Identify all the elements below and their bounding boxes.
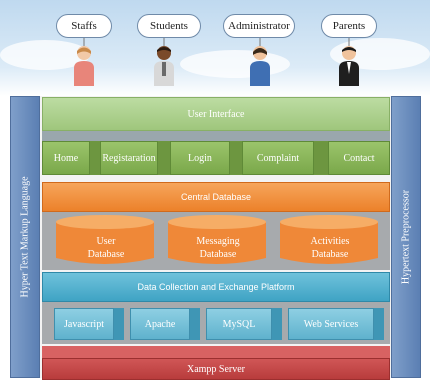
server-layer-top: [42, 346, 390, 358]
tech-label: Javascript: [64, 318, 104, 330]
cloud-decoration: [180, 50, 290, 78]
page-box-contact: Contact: [328, 141, 390, 175]
student-person-icon: [154, 46, 174, 86]
central-database-layer: Central Database: [42, 182, 390, 212]
page-box-complaint: Complaint: [242, 141, 314, 175]
page-label: Registaration: [102, 152, 156, 164]
page-box-login: Login: [170, 141, 230, 175]
tech-box-javascript: Javascript: [54, 308, 114, 340]
user-bubble-students: Students: [137, 14, 201, 38]
messaging-database-text: Messaging Database: [166, 236, 270, 264]
activities-database-text: Activities Database: [278, 236, 382, 264]
database-line1: Messaging: [196, 236, 240, 247]
data-exchange-platform-layer: Data Collection and Exchange Platform: [42, 272, 390, 302]
user-label: Administrator: [228, 20, 290, 32]
tech-box-web-services: Web Services: [288, 308, 374, 340]
tech-box-side: [114, 308, 124, 340]
php-side-bar: Hypertext Preprocessor: [391, 96, 421, 378]
central-database-label: Central Database: [180, 192, 252, 202]
xampp-server-label: Xampp Server: [186, 363, 246, 375]
user-interface-layer: User Interface: [42, 97, 390, 131]
page-label: Login: [188, 152, 212, 164]
tech-box-apache: Apache: [130, 308, 190, 340]
user-bubble-staffs: Staffs: [56, 14, 112, 38]
user-label: Students: [150, 20, 188, 32]
parent-person-icon: [339, 46, 359, 86]
tech-label: Apache: [144, 318, 176, 330]
tech-box-side: [190, 308, 200, 340]
activities-database-cylinder: [280, 215, 378, 264]
page-label: Contact: [343, 152, 375, 164]
layer-shadow: [42, 131, 390, 141]
page-box-side: [314, 141, 328, 175]
page-box-registration: Registaration: [100, 141, 158, 175]
tech-label: MySQL: [222, 318, 256, 330]
user-bubble-administrator: Administrator: [223, 14, 295, 38]
page-box-home: Home: [42, 141, 90, 175]
database-line2: Database: [87, 249, 125, 260]
user-database-cylinder: [56, 215, 154, 264]
bubble-connectors: [83, 38, 350, 48]
database-line1: User: [96, 236, 116, 247]
html-side-bar: Hyper Text Markup Language: [10, 96, 40, 378]
database-line1: Activities: [310, 236, 350, 247]
page-label: Home: [53, 152, 79, 164]
tech-label: Web Services: [303, 318, 359, 330]
data-exchange-platform-label: Data Collection and Exchange Platform: [137, 282, 295, 292]
tech-box-side: [272, 308, 282, 340]
tech-box-side: [374, 308, 384, 340]
xampp-server-layer: Xampp Server: [42, 358, 390, 380]
page-row: Home Registaration Login Complaint Conta…: [42, 141, 392, 177]
messaging-database-cylinder: [168, 215, 266, 264]
administrator-person-icon: [250, 46, 270, 86]
page-box-side: [158, 141, 170, 175]
html-side-label: Hyper Text Markup Language: [19, 176, 31, 298]
user-bubble-parents: Parents: [321, 14, 377, 38]
tech-box-mysql: MySQL: [206, 308, 272, 340]
php-side-label: Hypertext Preprocessor: [400, 189, 412, 285]
user-database-text: User Database: [54, 236, 158, 264]
user-label: Parents: [332, 20, 366, 32]
page-label: Complaint: [256, 152, 300, 164]
user-label: Staffs: [71, 20, 97, 32]
database-line2: Database: [199, 249, 237, 260]
staff-person-icon: [74, 46, 94, 86]
page-box-side: [90, 141, 100, 175]
user-interface-label: User Interface: [187, 108, 245, 120]
database-line2: Database: [311, 249, 349, 260]
page-box-side: [230, 141, 242, 175]
